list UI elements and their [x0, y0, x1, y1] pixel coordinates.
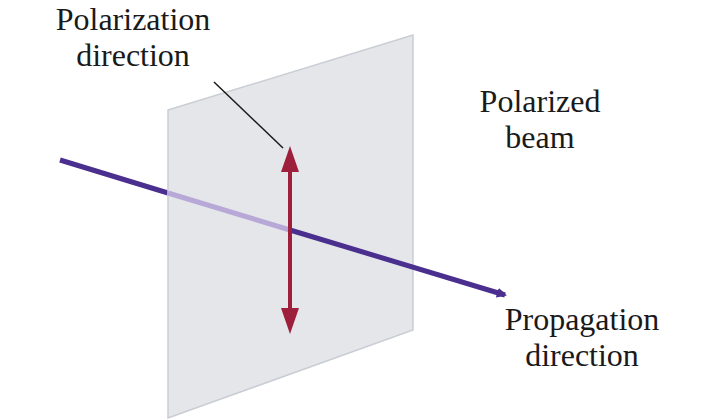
beam-front — [60, 160, 168, 193]
label-text: Propagation direction — [462, 302, 702, 374]
beam-behind-plane — [168, 193, 290, 230]
beam-arrow — [290, 230, 505, 295]
arrowhead — [281, 308, 299, 334]
plane — [168, 35, 413, 418]
arrowhead — [281, 146, 299, 172]
leader-line — [214, 82, 283, 148]
label-text: Polarized beam — [450, 84, 630, 156]
label-text: Polarization direction — [13, 2, 253, 74]
polarization-arrow — [288, 166, 292, 314]
